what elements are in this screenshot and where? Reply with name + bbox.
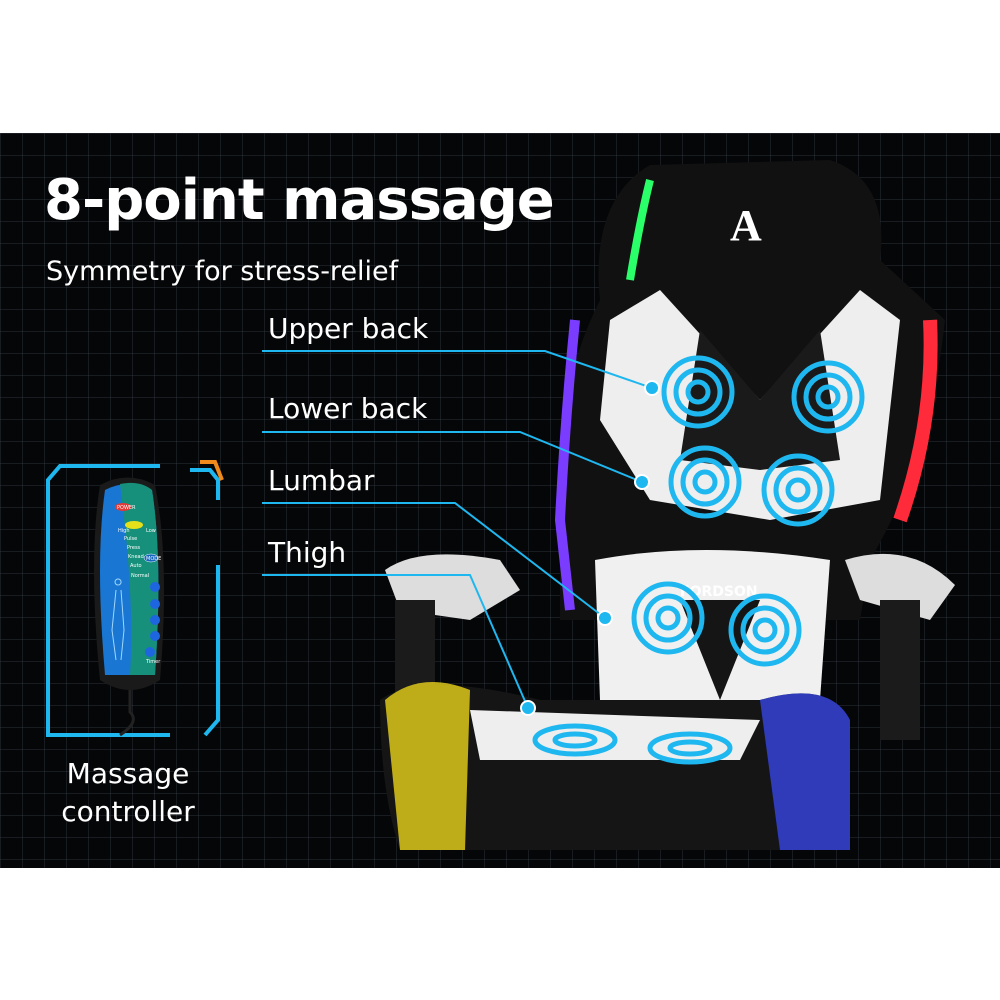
- zone-label-lumbar: Lumbar: [268, 464, 375, 497]
- point-dot-lumbar: [597, 610, 613, 626]
- massage-icon-lumbar-right: [728, 593, 802, 667]
- massage-icon-thigh-left: [532, 723, 618, 757]
- brand-logo: FORDSON: [680, 584, 758, 600]
- subtitle: Symmetry for stress-relief: [46, 256, 399, 287]
- leader-line-upper-back: [262, 350, 653, 389]
- power-label: POWER: [117, 505, 136, 511]
- svg-text:Timer: Timer: [145, 659, 161, 665]
- massage-icon-lower-right: [761, 453, 835, 527]
- massage-icon-thigh-right: [647, 731, 733, 765]
- point-dot-thigh: [520, 700, 536, 716]
- controller-caption: Massage controller: [40, 755, 216, 831]
- svg-text:Knead: Knead: [128, 554, 144, 560]
- headline: 8-point massage: [44, 168, 555, 233]
- zone-label-upper-back: Upper back: [268, 312, 429, 345]
- zone-label-thigh: Thigh: [268, 536, 347, 569]
- svg-text:Auto: Auto: [130, 563, 142, 569]
- massage-icon-upper-right: [791, 360, 865, 434]
- controller-frame: [46, 460, 224, 737]
- controller-caption-line1: Massage: [66, 757, 190, 790]
- point-dot-lower-back: [634, 474, 650, 490]
- massage-point-icons: [532, 355, 865, 765]
- leader-line-lumbar: [262, 502, 606, 619]
- massage-icon-lower-left: [668, 445, 742, 519]
- gaming-chair: A FORDSON: [380, 160, 955, 850]
- point-dot-upper-back: [644, 380, 660, 396]
- svg-text:Normal: Normal: [131, 573, 149, 579]
- svg-text:Press: Press: [127, 545, 141, 551]
- zone-label-lower-back: Lower back: [268, 392, 428, 425]
- massage-icon-lumbar-left: [631, 581, 705, 655]
- svg-text:High: High: [118, 528, 130, 534]
- brand-logo-mark: A: [730, 201, 762, 250]
- leader-line-lower-back: [262, 431, 643, 483]
- massage-icon-upper-left: [661, 355, 735, 429]
- svg-text:MODE: MODE: [146, 556, 161, 562]
- leader-line-thigh: [262, 574, 529, 709]
- massage-controller-remote: POWER High Low Pulse Press Knead Auto No…: [94, 477, 164, 737]
- svg-text:Low: Low: [146, 528, 156, 534]
- svg-text:Pulse: Pulse: [124, 536, 137, 542]
- controller-caption-line2: controller: [61, 795, 195, 828]
